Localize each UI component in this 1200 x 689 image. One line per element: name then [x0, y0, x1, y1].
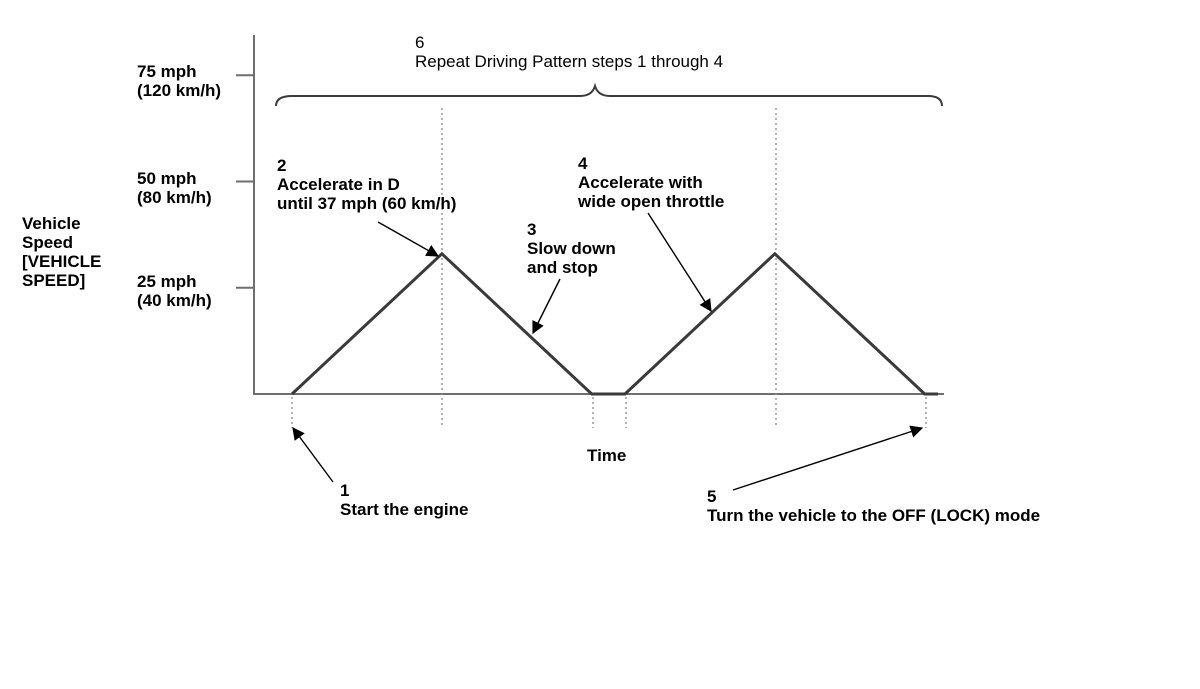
step-number: 5 [707, 487, 717, 506]
y-axis-title-line: SPEED] [22, 271, 86, 290]
step-text: Accelerate with [578, 173, 703, 192]
step-3-label: 3 Slow down and stop [527, 220, 616, 277]
y-tick-mph: 75 mph [137, 62, 197, 81]
step-text: until 37 mph (60 km/h) [277, 194, 457, 213]
step-1-label: 1 Start the engine [340, 481, 468, 519]
step-4-arrow [647, 212, 712, 313]
step-text: Repeat Driving Pattern steps 1 through 4 [415, 52, 724, 71]
step-text: Accelerate in D [277, 175, 400, 194]
y-tick-label-25: 25 mph (40 km/h) [137, 272, 212, 310]
step-number: 2 [277, 156, 287, 175]
y-axis-title-line: Vehicle [22, 214, 81, 233]
y-tick-mph: 50 mph [137, 169, 197, 188]
step-4-label: 4 Accelerate with wide open throttle [578, 154, 724, 211]
x-axis-title: Time [587, 446, 627, 465]
y-tick-kmh: (120 km/h) [137, 81, 222, 100]
step-6-label: 6 Repeat Driving Pattern steps 1 through… [415, 33, 723, 71]
speed-profile-line [290, 251, 938, 396]
y-tick-kmh: (80 km/h) [137, 188, 212, 207]
step-text: Turn the vehicle to the OFF (LOCK) mode [707, 506, 1041, 525]
y-tick-label-50: 50 mph (80 km/h) [137, 169, 212, 207]
step-text: and stop [527, 258, 598, 277]
step-5-label: 5 Turn the vehicle to the OFF (LOCK) mod… [707, 487, 1040, 525]
step-number: 1 [340, 481, 350, 500]
step-2-arrow [377, 221, 440, 257]
repeat-brace [275, 82, 943, 107]
step-text: wide open throttle [578, 192, 725, 211]
y-tick-label-75: 75 mph (120 km/h) [137, 62, 221, 100]
step-text: Start the engine [340, 500, 469, 519]
step-number: 4 [578, 154, 588, 173]
y-tick-kmh: (40 km/h) [137, 291, 212, 310]
step-5-arrow [732, 425, 924, 491]
step-number: 3 [527, 220, 537, 239]
step-2-label: 2 Accelerate in D until 37 mph (60 km/h) [277, 156, 456, 213]
step-number: 6 [415, 33, 425, 52]
y-axis-title: Vehicle Speed [VEHICLE SPEED] [22, 214, 101, 290]
y-tick-mph: 25 mph [137, 272, 197, 291]
y-axis-title-line: Speed [22, 233, 74, 252]
step-1-arrow [292, 426, 334, 483]
y-axis-title-line: [VEHICLE [22, 252, 102, 271]
step-3-arrow [532, 278, 561, 335]
step-text: Slow down [527, 239, 616, 258]
